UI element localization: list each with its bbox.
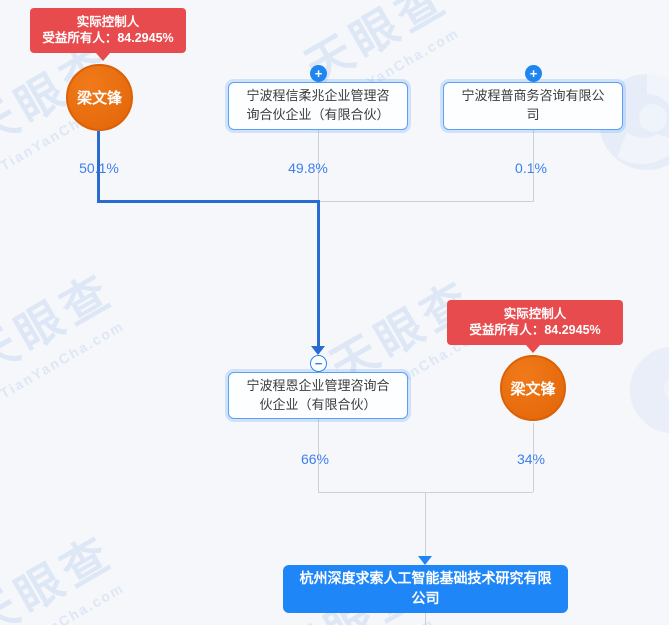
person-name: 梁文锋: [76, 90, 122, 107]
actual-controller-badge: 实际控制人 受益所有人：84.2945%: [447, 300, 623, 353]
edge-line-middle-down: [317, 419, 319, 492]
company-name: 宁波程恩企业管理咨询合伙企业（有限合伙）: [246, 377, 390, 412]
tianyancha-logo-watermark: [629, 346, 669, 434]
company-name: 杭州深度求索人工智能基础技术研究有限公司: [299, 570, 552, 606]
edge-line-top-horizontal: [318, 201, 533, 202]
company-node-bottom-target[interactable]: 杭州深度求索人工智能基础技术研究有限公司: [283, 565, 568, 613]
share-percentage-label: 0.1%: [515, 160, 547, 176]
expand-toggle-icon[interactable]: +: [525, 65, 542, 82]
company-name: 宁波程普商务咨询有限公司: [461, 88, 605, 122]
share-percentage-label: 50.1%: [79, 160, 119, 176]
watermark-text: 天眼查: [0, 263, 123, 387]
minus-icon: −: [314, 356, 323, 371]
controller-line-down: [97, 131, 100, 203]
share-percentage-label: 34%: [516, 451, 546, 467]
expand-toggle-icon[interactable]: +: [310, 65, 327, 82]
plus-icon: +: [314, 66, 323, 81]
controller-line-to-middle: [316, 200, 320, 347]
actual-controller-badge: 实际控制人 受益所有人：84.2945%: [30, 8, 186, 61]
edge-line-topright-down: [532, 130, 534, 202]
arrow-down-icon: [418, 556, 432, 565]
watermark-url: TianYanCha.com: [0, 579, 127, 625]
tianyancha-watermark: 天眼查 TianYanCha.com: [0, 236, 166, 424]
edge-line-to-bottom-company: [424, 492, 426, 558]
badge-line2: 受益所有人：84.2945%: [469, 323, 601, 337]
arrow-down-icon: [311, 346, 325, 355]
badge-line1: 实际控制人: [503, 307, 567, 321]
edge-line-topleft-down: [317, 130, 319, 202]
share-percentage-label: 66%: [300, 451, 330, 467]
collapse-toggle-icon[interactable]: −: [310, 355, 327, 372]
controller-line-horizontal: [97, 200, 320, 203]
share-percentage-label: 49.8%: [288, 160, 328, 176]
company-node-middle[interactable]: 宁波程恩企业管理咨询合伙企业（有限合伙）: [228, 372, 408, 419]
person-node-top[interactable]: 梁文锋: [66, 64, 133, 131]
person-node-middle[interactable]: 梁文锋: [500, 355, 566, 421]
tianyancha-watermark: 天眼查 TianYanCha.com: [0, 498, 166, 625]
company-node-top-right[interactable]: 宁波程普商务咨询有限公司: [443, 82, 623, 130]
company-name: 宁波程信柔兆企业管理咨询合伙企业（有限合伙）: [246, 88, 390, 122]
edge-line-person2-down: [532, 423, 534, 492]
edge-line-bottom-horizontal: [318, 492, 533, 493]
edge-line-below-bottom-company: [424, 613, 426, 625]
person-name: 梁文锋: [510, 380, 556, 398]
company-node-top-left[interactable]: 宁波程信柔兆企业管理咨询合伙企业（有限合伙）: [228, 82, 408, 130]
plus-icon: +: [529, 66, 538, 81]
watermark-url: TianYanCha.com: [0, 317, 127, 402]
badge-line2: 受益所有人：84.2945%: [42, 31, 174, 45]
watermark-text: 天眼查: [0, 525, 123, 625]
badge-line1: 实际控制人: [76, 15, 140, 29]
